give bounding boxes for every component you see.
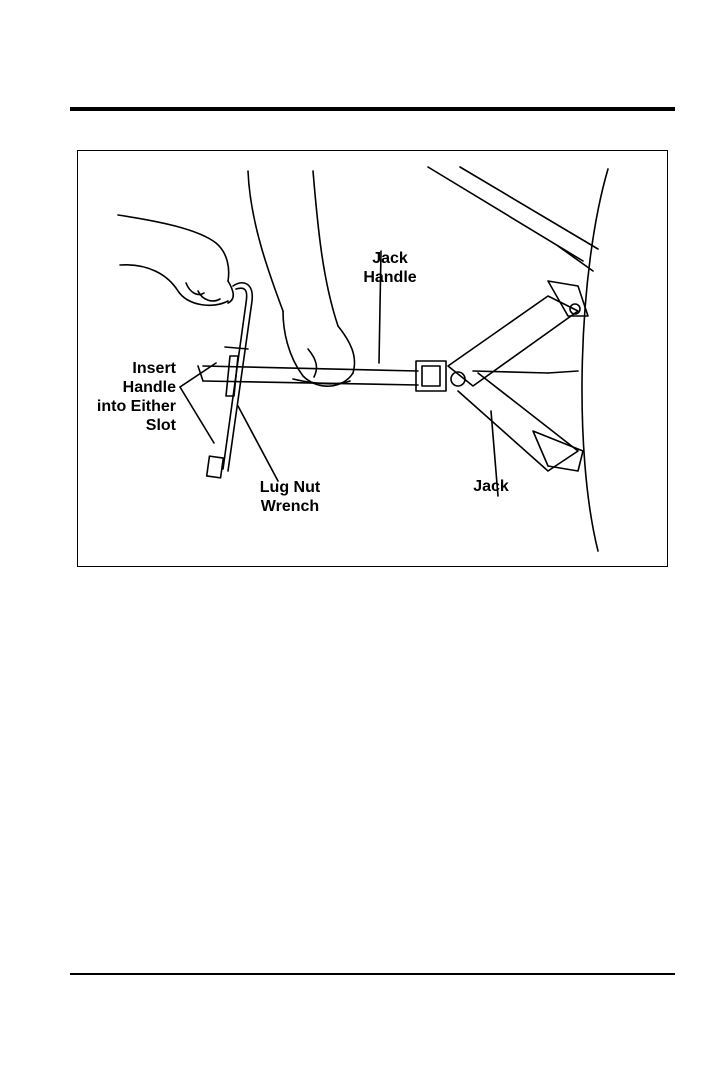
- scissor-jack-drawing: [448, 281, 588, 496]
- right-hand-drawing: [248, 171, 355, 386]
- footer-rule: [70, 973, 675, 975]
- left-hand-drawing: [118, 215, 233, 305]
- vehicle-body-line-2: [460, 167, 598, 249]
- label-jack-handle: Jack Handle: [358, 249, 422, 287]
- illustration-figure: Jack Handle Insert Handle into Either Sl…: [77, 150, 668, 567]
- label-insert-handle-slot: Insert Handle into Either Slot: [78, 359, 176, 435]
- label-jack: Jack: [466, 477, 516, 496]
- header-rule: [70, 107, 675, 111]
- tire-outline: [582, 169, 608, 551]
- label-lug-nut-wrench: Lug Nut Wrench: [245, 478, 335, 516]
